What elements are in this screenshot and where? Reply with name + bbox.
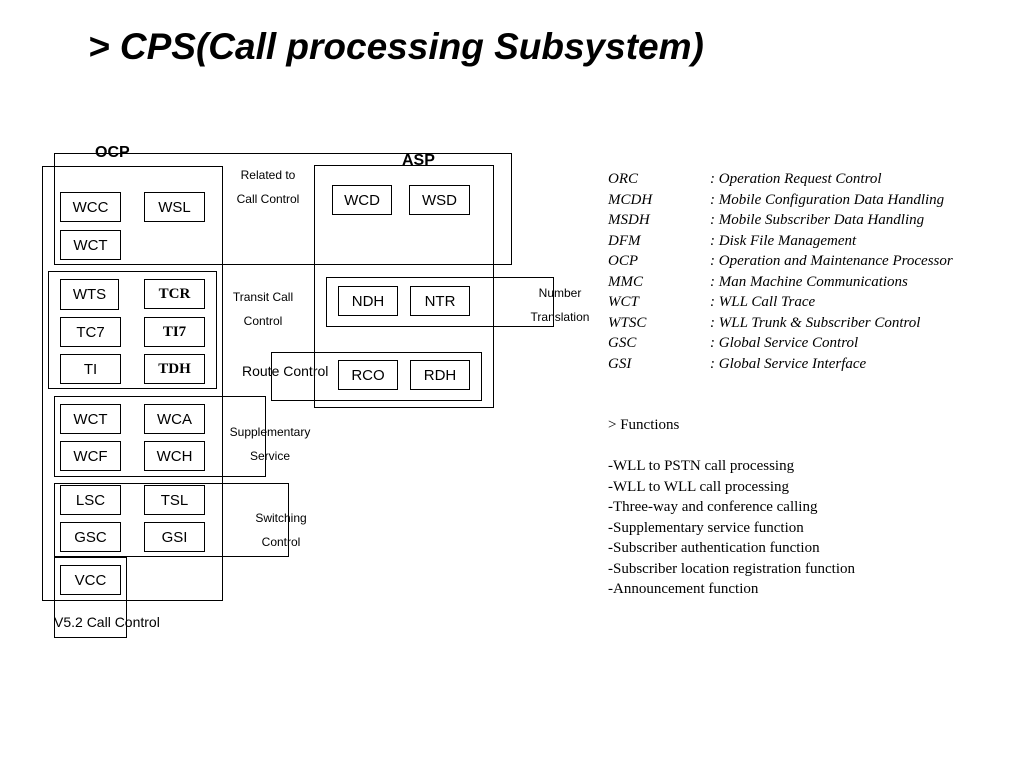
module-ti7[interactable]: TI7: [144, 317, 205, 347]
legend-desc: : WLL Call Trace: [710, 294, 816, 310]
legend-row: GSI : Global Service Interface: [608, 354, 953, 375]
legend-row: GSC : Global Service Control: [608, 333, 953, 354]
module-ntr[interactable]: NTR: [410, 286, 470, 316]
abbreviation-legend: ORC : Operation Request Control MCDH : Mob…: [608, 169, 953, 374]
functions-section: > Functions -WLL to PSTN call processing…: [608, 415, 855, 600]
function-item: -WLL to WLL call processing: [608, 478, 790, 495]
v52-call-control-label: V5.2 Call Control: [54, 614, 160, 630]
legend-abbr: MMC: [608, 273, 643, 290]
switching-control-frame: [54, 483, 289, 557]
v52-call-control-frame: [54, 557, 127, 638]
module-tsl[interactable]: TSL: [144, 485, 205, 515]
asp-frame: [314, 165, 494, 408]
module-wct-top[interactable]: WCT: [60, 230, 121, 260]
legend-row: MCDH : Mobile Configuration Data Handling: [608, 190, 953, 211]
legend-abbr: ORC: [608, 171, 638, 187]
related-to-call-control-label: Related to Call Control: [236, 168, 300, 206]
function-item: -Supplementary service function: [608, 519, 804, 536]
module-wcd[interactable]: WCD: [332, 185, 392, 215]
legend-desc: : WLL Trunk & Subscriber Control: [710, 314, 921, 331]
legend-abbr: DFM: [608, 232, 641, 249]
legend-desc: : Global Service Control: [710, 335, 859, 351]
route-control-label: Route Control: [242, 363, 329, 379]
legend-desc: : Global Service Interface: [710, 355, 867, 372]
legend-abbr: GSC: [608, 335, 637, 351]
module-ndh[interactable]: NDH: [338, 286, 398, 316]
legend-abbr: WTSC: [608, 314, 647, 331]
legend-desc: : Mobile Subscriber Data Handling: [710, 212, 925, 228]
function-item: -Subscriber location registration functi…: [608, 560, 856, 577]
legend-row: WCT : WLL Call Trace: [608, 292, 953, 313]
ocp-frame: [42, 166, 223, 601]
legend-desc: : Disk File Management: [710, 232, 857, 249]
module-wsl[interactable]: WSL: [144, 192, 205, 222]
transit-call-control-label: Transit Call Control: [232, 290, 294, 328]
page-title: > CPS(Call processing Subsystem): [88, 26, 704, 67]
legend-desc: : Operation and Maintenance Processor: [710, 253, 953, 269]
module-wcc[interactable]: WCC: [60, 192, 121, 222]
legend-row: MSDH : Mobile Subscriber Data Handling: [608, 210, 953, 231]
module-vcc[interactable]: VCC: [60, 565, 121, 595]
legend-row: MMC : Man Machine Communications: [608, 272, 953, 293]
legend-abbr: MCDH: [608, 191, 653, 208]
legend-row: ORC : Operation Request Control: [608, 169, 953, 190]
switching-control-label: Switching Control: [255, 511, 307, 549]
function-item: -Subscriber authentication function: [608, 540, 820, 556]
module-wch[interactable]: WCH: [144, 441, 205, 471]
module-tc7[interactable]: TC7: [60, 317, 121, 347]
module-wct-mid[interactable]: WCT: [60, 404, 121, 434]
number-translation-label: Number Translation: [530, 286, 590, 324]
legend-row: WTSC : WLL Trunk & Subscriber Control: [608, 313, 953, 334]
legend-abbr: OCP: [608, 253, 638, 269]
supplementary-service-label: Supplementary Service: [229, 425, 311, 463]
module-gsi[interactable]: GSI: [144, 522, 205, 552]
module-lsc[interactable]: LSC: [60, 485, 121, 515]
transit-call-control-frame: [48, 271, 217, 389]
functions-heading: > Functions: [608, 417, 680, 433]
asp-label: ASP: [402, 152, 435, 169]
legend-abbr: GSI: [608, 355, 632, 372]
module-rdh[interactable]: RDH: [410, 360, 470, 390]
number-translation-frame: [326, 277, 554, 327]
function-item: -WLL to PSTN call processing: [608, 458, 795, 474]
legend-desc: : Mobile Configuration Data Handling: [710, 191, 945, 208]
module-wts[interactable]: WTS: [60, 279, 119, 310]
legend-desc: : Operation Request Control: [710, 171, 882, 187]
module-tcr[interactable]: TCR: [144, 279, 205, 309]
legend-row: OCP : Operation and Maintenance Processor: [608, 251, 953, 272]
legend-desc: : Man Machine Communications: [710, 273, 908, 290]
supplementary-service-frame: [54, 396, 266, 477]
module-wca[interactable]: WCA: [144, 404, 205, 434]
legend-row: DFM : Disk File Management: [608, 231, 953, 252]
function-item: -Three-way and conference calling: [608, 499, 818, 515]
module-tdh[interactable]: TDH: [144, 354, 205, 384]
legend-abbr: MSDH: [608, 212, 650, 228]
function-item: -Announcement function: [608, 581, 759, 597]
module-gsc[interactable]: GSC: [60, 522, 121, 552]
module-ti[interactable]: TI: [60, 354, 121, 384]
module-wcf[interactable]: WCF: [60, 441, 121, 471]
route-control-frame: [271, 352, 482, 401]
ocp-label: OCP: [95, 144, 130, 161]
module-rco[interactable]: RCO: [338, 360, 398, 390]
related-to-call-control-frame: [54, 153, 512, 265]
module-wsd[interactable]: WSD: [409, 185, 470, 215]
legend-abbr: WCT: [608, 294, 639, 310]
